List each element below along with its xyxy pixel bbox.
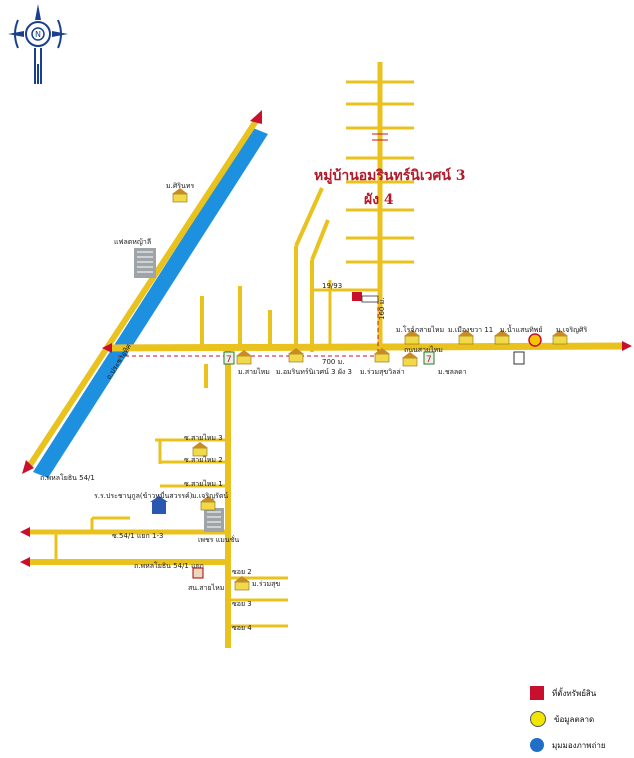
map-subtitle: ผัง 4 [364, 192, 394, 208]
police-station-label: สน.สายไหม [188, 583, 224, 592]
apartment-building-icon [204, 508, 224, 532]
police-station-icon [192, 567, 204, 579]
village-icon [552, 330, 568, 345]
compass-north-label: N [35, 30, 41, 39]
muang-chao-label: ม.เมืองขวา 11 [448, 326, 493, 334]
soi-54-1-label: ซ.54/1 แยก 1-3 [112, 532, 163, 540]
legend: ที่ตั้งทรัพย์สิน ข้อมูลตลาด มุมมองภาพถ่า… [530, 680, 630, 758]
distance-160m-label: 160 ม. [378, 298, 386, 320]
legend-label-property: ที่ตั้งทรัพย์สิน [552, 688, 597, 698]
compass-icon: N [8, 4, 68, 84]
arrow-w3-icon [20, 527, 30, 537]
arrow-w2-icon [20, 557, 30, 567]
camera-angle-icon [530, 738, 544, 752]
school-icon [150, 496, 168, 514]
sai-mai-village-label: ม.สายไหม [238, 367, 270, 376]
village-icon [200, 496, 216, 511]
soi-2-label: ซอย 2 [232, 568, 252, 576]
soi-4-label: ซอย 4 [232, 624, 252, 632]
gas-station-icon [528, 333, 542, 347]
village-icon [458, 330, 474, 345]
arrow-w-icon [102, 343, 112, 353]
ruamsuk-villa-label: ม.ร่วมสุขวิลล่า [360, 368, 405, 376]
rung-siri-label: ม.เจริญศิริ [556, 326, 588, 334]
landmark-sign-icon [513, 351, 525, 365]
village-icon [288, 348, 304, 363]
map-title: หมู่บ้านอมรินทร์นิเวศน์ 3 [314, 167, 466, 184]
seven-eleven-label: 7 [226, 355, 232, 365]
seven-eleven-icon-2: 7 [423, 351, 435, 365]
tower-building-icon [134, 248, 156, 278]
arrow-e-icon [622, 341, 632, 351]
ruamsuk-label: ม.ร่วมสุข [252, 580, 280, 588]
sai-mai-2-label: ซ.สายไหม 2 [184, 455, 223, 464]
nam-thip-label: ม.น้ำแสนทิพย์ [500, 323, 542, 334]
school-label: ร.ร.ประชานุกูล(ข้าวหมื่นสวรรค์) [94, 491, 193, 500]
village-icon [192, 442, 208, 457]
soi-3-label: ซอย 3 [232, 600, 252, 608]
canal [33, 128, 268, 478]
village-icon [494, 330, 510, 345]
property-marker-icon [352, 292, 362, 301]
sai-mai-3-label: ซ.สายไหม 3 [184, 433, 223, 442]
legend-label-market: ข้อมูลตลาด [554, 714, 595, 724]
village-icon [402, 352, 418, 367]
canal-road [25, 116, 261, 470]
legend-label-camera: มุมมองภาพถ่าย [552, 740, 606, 750]
phahon-yothin-label: ถ.พหลโยธิน 54/1 [40, 473, 95, 482]
sai-mai-main-road [109, 342, 626, 352]
sai-mai-main-label: ถนนสายไหม [404, 345, 443, 354]
tower-label: แฟลตหญ้าลี [114, 238, 151, 246]
arrow-ne-icon [250, 110, 262, 124]
apartment-label: เพชร แมนชั่น [198, 535, 239, 544]
legend-item-property: ที่ตั้งทรัพย์สิน [530, 680, 630, 706]
seven-eleven-label-2: 7 [426, 355, 432, 365]
north-side-streets [346, 80, 414, 264]
soi-19-93-label: 19/93 [322, 282, 342, 290]
legend-item-market: ข้อมูลตลาด [530, 706, 630, 732]
sai-mai-1-label: ซ.สายไหม 1 [184, 479, 223, 488]
diagonal-road-1 [294, 187, 324, 247]
property-marker-icon [530, 686, 544, 700]
village-icon [374, 348, 390, 363]
chonlada-label: ม.ชลลดา [438, 368, 467, 376]
arrow-sw-icon [22, 460, 34, 474]
market-info-icon [530, 711, 546, 727]
diagonal-road-2 [310, 219, 330, 261]
village-icon [404, 330, 420, 345]
charoen-label: ม.เจริญรัตน์ [192, 492, 228, 500]
sirinthon-label: ม.ศิรินทร [166, 182, 194, 190]
phahon-yothin-branch-label: ถ.พหลโยธิน 54/1 แยก [134, 561, 204, 570]
property-lot [361, 295, 379, 303]
distance-700m-label: 700 ม. [322, 358, 344, 366]
amarin-3-label: ม.อมรินทร์นิเวศน์ 3 ผัง 3 [276, 368, 352, 376]
village-icon [234, 576, 250, 591]
seven-eleven-icon: 7 [223, 351, 235, 365]
legend-item-camera: มุมมองภาพถ่าย [530, 732, 630, 758]
village-icon [236, 350, 252, 365]
village-icon [172, 188, 188, 203]
rotsukon-label: ม.โรจ์ภสายไหม [396, 325, 444, 334]
